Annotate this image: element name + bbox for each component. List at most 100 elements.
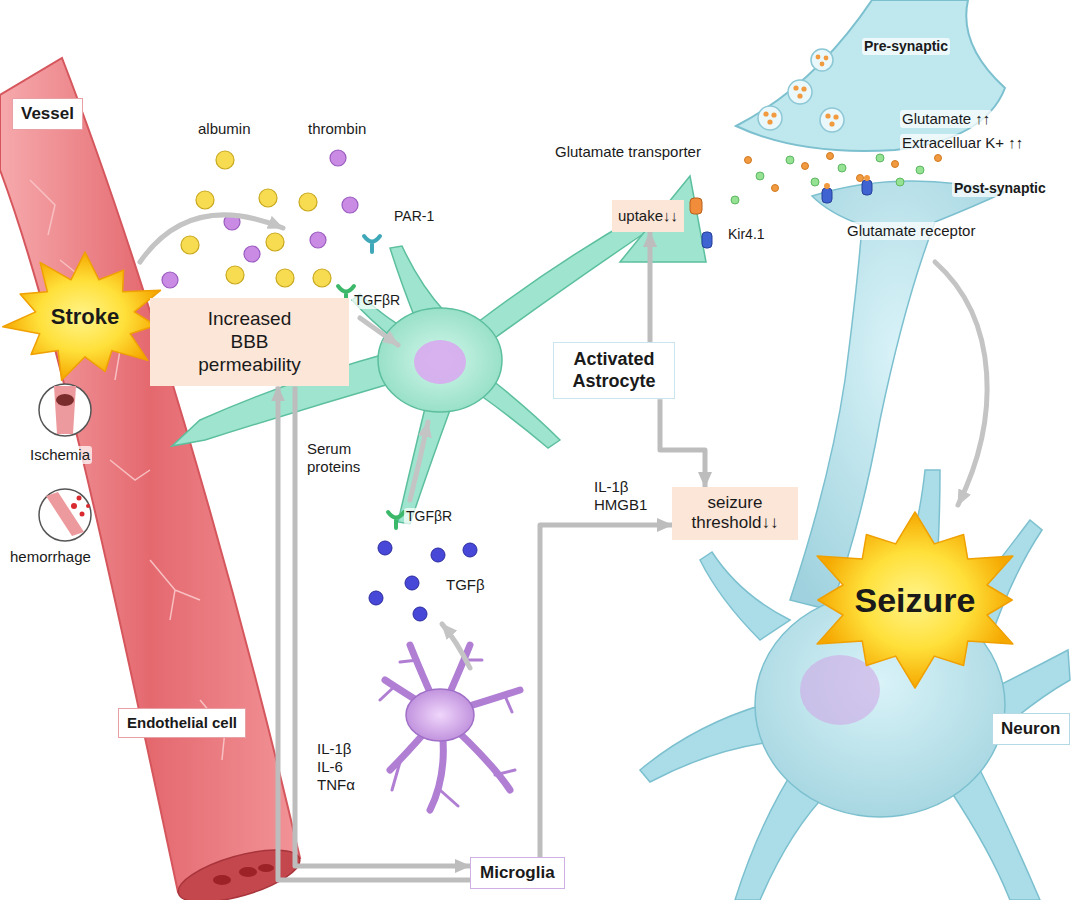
tgf-beta-molecules bbox=[463, 543, 477, 557]
microglia-label-box: Microglia bbox=[470, 857, 565, 889]
hemorrhage-inset bbox=[39, 489, 91, 541]
synaptic-receptors bbox=[862, 180, 872, 195]
node-text: Activated Astrocyte bbox=[564, 349, 664, 392]
molecule-label: TGFβ bbox=[444, 576, 487, 594]
neuron-cell bbox=[700, 552, 790, 640]
serum-proteins bbox=[226, 266, 244, 284]
presynaptic-terminal bbox=[763, 111, 768, 116]
microglia-cell bbox=[380, 660, 515, 806]
serum-proteins bbox=[330, 150, 346, 166]
terminal-label: Pre-synaptic bbox=[862, 38, 950, 55]
synaptic-cleft-ions bbox=[876, 154, 884, 162]
node-text: uptake↓↓ bbox=[618, 207, 678, 225]
serum-proteins bbox=[313, 269, 331, 287]
flow-arrow bbox=[442, 624, 470, 668]
node-text: Neuron bbox=[1001, 719, 1061, 739]
receptor-symbols bbox=[364, 236, 380, 252]
flow-arrow bbox=[360, 318, 398, 345]
serum-proteins bbox=[299, 193, 317, 211]
neuron-label-box: Neuron bbox=[992, 713, 1070, 745]
node-text: Endothelial cell bbox=[127, 714, 237, 732]
receptor-label: TGFβR bbox=[352, 292, 402, 309]
stroke-starburst: Stroke bbox=[0, 250, 170, 385]
cytokine-label: IL-1β HMGB1 bbox=[592, 478, 656, 514]
astrocyte-cell bbox=[378, 308, 502, 412]
terminal-label: Post-synaptic bbox=[952, 180, 1048, 197]
synaptic-receptors bbox=[864, 175, 870, 181]
synaptic-cleft-ions bbox=[857, 175, 864, 182]
process-box: seizure threshold↓↓ bbox=[672, 487, 798, 540]
synaptic-receptors bbox=[822, 188, 832, 203]
presynaptic-terminal bbox=[763, 55, 838, 127]
receptor-label: Glutamate receptor bbox=[845, 222, 977, 240]
presynaptic-terminal bbox=[736, 0, 1005, 151]
process-box: uptake↓↓ bbox=[612, 200, 684, 232]
synaptic-cleft-ions bbox=[892, 161, 899, 168]
microglia-cell bbox=[385, 645, 520, 810]
microglia-cell bbox=[406, 689, 474, 741]
presynaptic-terminal bbox=[793, 85, 798, 90]
inset-label: Ischemia bbox=[28, 446, 92, 464]
synaptic-cleft-ions bbox=[838, 164, 846, 172]
synaptic-cleft-ions bbox=[731, 154, 924, 204]
presynaptic-terminal bbox=[788, 80, 812, 104]
hemorrhage-inset bbox=[77, 496, 82, 501]
presynaptic-terminal bbox=[758, 106, 782, 130]
flow-arrow bbox=[935, 262, 987, 505]
receptor-symbols bbox=[388, 512, 404, 528]
node-text: Microglia bbox=[480, 863, 555, 883]
tgf-beta-molecules bbox=[369, 591, 383, 605]
synaptic-cleft-ions bbox=[731, 153, 942, 205]
flow-connector bbox=[278, 386, 470, 880]
node-text: seizure threshold↓↓ bbox=[680, 493, 790, 534]
serum-proteins bbox=[162, 272, 178, 288]
starburst-shape bbox=[817, 512, 1013, 688]
node-text: Vessel bbox=[21, 104, 74, 124]
ischemia-inset bbox=[39, 384, 91, 436]
presynaptic-terminal bbox=[811, 49, 833, 71]
presynaptic-terminal bbox=[825, 113, 830, 118]
astrocyte-cell bbox=[478, 215, 652, 340]
astrocyte-cell bbox=[480, 380, 560, 448]
hemorrhage-inset bbox=[80, 512, 85, 517]
synaptic-cleft-ions bbox=[827, 153, 834, 160]
cytokine-label: IL-1β IL-6 TNFα bbox=[315, 740, 371, 794]
vessel-label-box: Vessel bbox=[12, 98, 83, 130]
serum-proteins bbox=[266, 233, 284, 251]
ischemia-inset bbox=[56, 394, 74, 406]
node-text: Seizure bbox=[855, 580, 976, 621]
synaptic-receptors bbox=[702, 232, 712, 248]
presynaptic-terminal bbox=[833, 114, 838, 119]
presynaptic-terminal bbox=[820, 62, 825, 67]
serum-proteins bbox=[310, 232, 326, 248]
synaptic-cleft-ions bbox=[811, 178, 819, 186]
serum-proteins bbox=[342, 197, 358, 213]
flow-arrow bbox=[410, 422, 428, 500]
hemorrhage-inset bbox=[86, 504, 90, 508]
synaptic-cleft-ions bbox=[731, 196, 739, 204]
synaptic-cleft-ions bbox=[756, 172, 764, 180]
synaptic-cleft-ions bbox=[772, 185, 779, 192]
presynaptic-terminal bbox=[797, 93, 802, 98]
flow-connector bbox=[660, 399, 705, 487]
serum-proteins bbox=[216, 151, 234, 169]
tgf-beta-molecules bbox=[413, 607, 427, 621]
blood-vessel bbox=[239, 867, 257, 877]
synaptic-cleft-ions bbox=[745, 153, 942, 192]
astrocyte-label-box: Activated Astrocyte bbox=[553, 342, 675, 399]
microglia-cell bbox=[380, 645, 520, 810]
synaptic-cleft-ions bbox=[786, 156, 794, 164]
channel-label: Kir4.1 bbox=[726, 226, 767, 243]
tgf-beta-molecules bbox=[378, 541, 392, 555]
blood-vessel bbox=[258, 864, 274, 872]
blood-vessel bbox=[30, 180, 225, 760]
presynaptic-terminal bbox=[816, 55, 821, 60]
serum-proteins bbox=[259, 189, 277, 207]
receptor-label: TGFβR bbox=[404, 508, 454, 525]
seizure-starburst: Seizure bbox=[800, 510, 1030, 690]
node-text: Stroke bbox=[51, 304, 119, 330]
presynaptic-terminal bbox=[801, 86, 806, 91]
receptor-label: PAR-1 bbox=[392, 208, 436, 225]
synaptic-cleft-ions bbox=[896, 178, 904, 186]
serum-proteins bbox=[276, 269, 294, 287]
